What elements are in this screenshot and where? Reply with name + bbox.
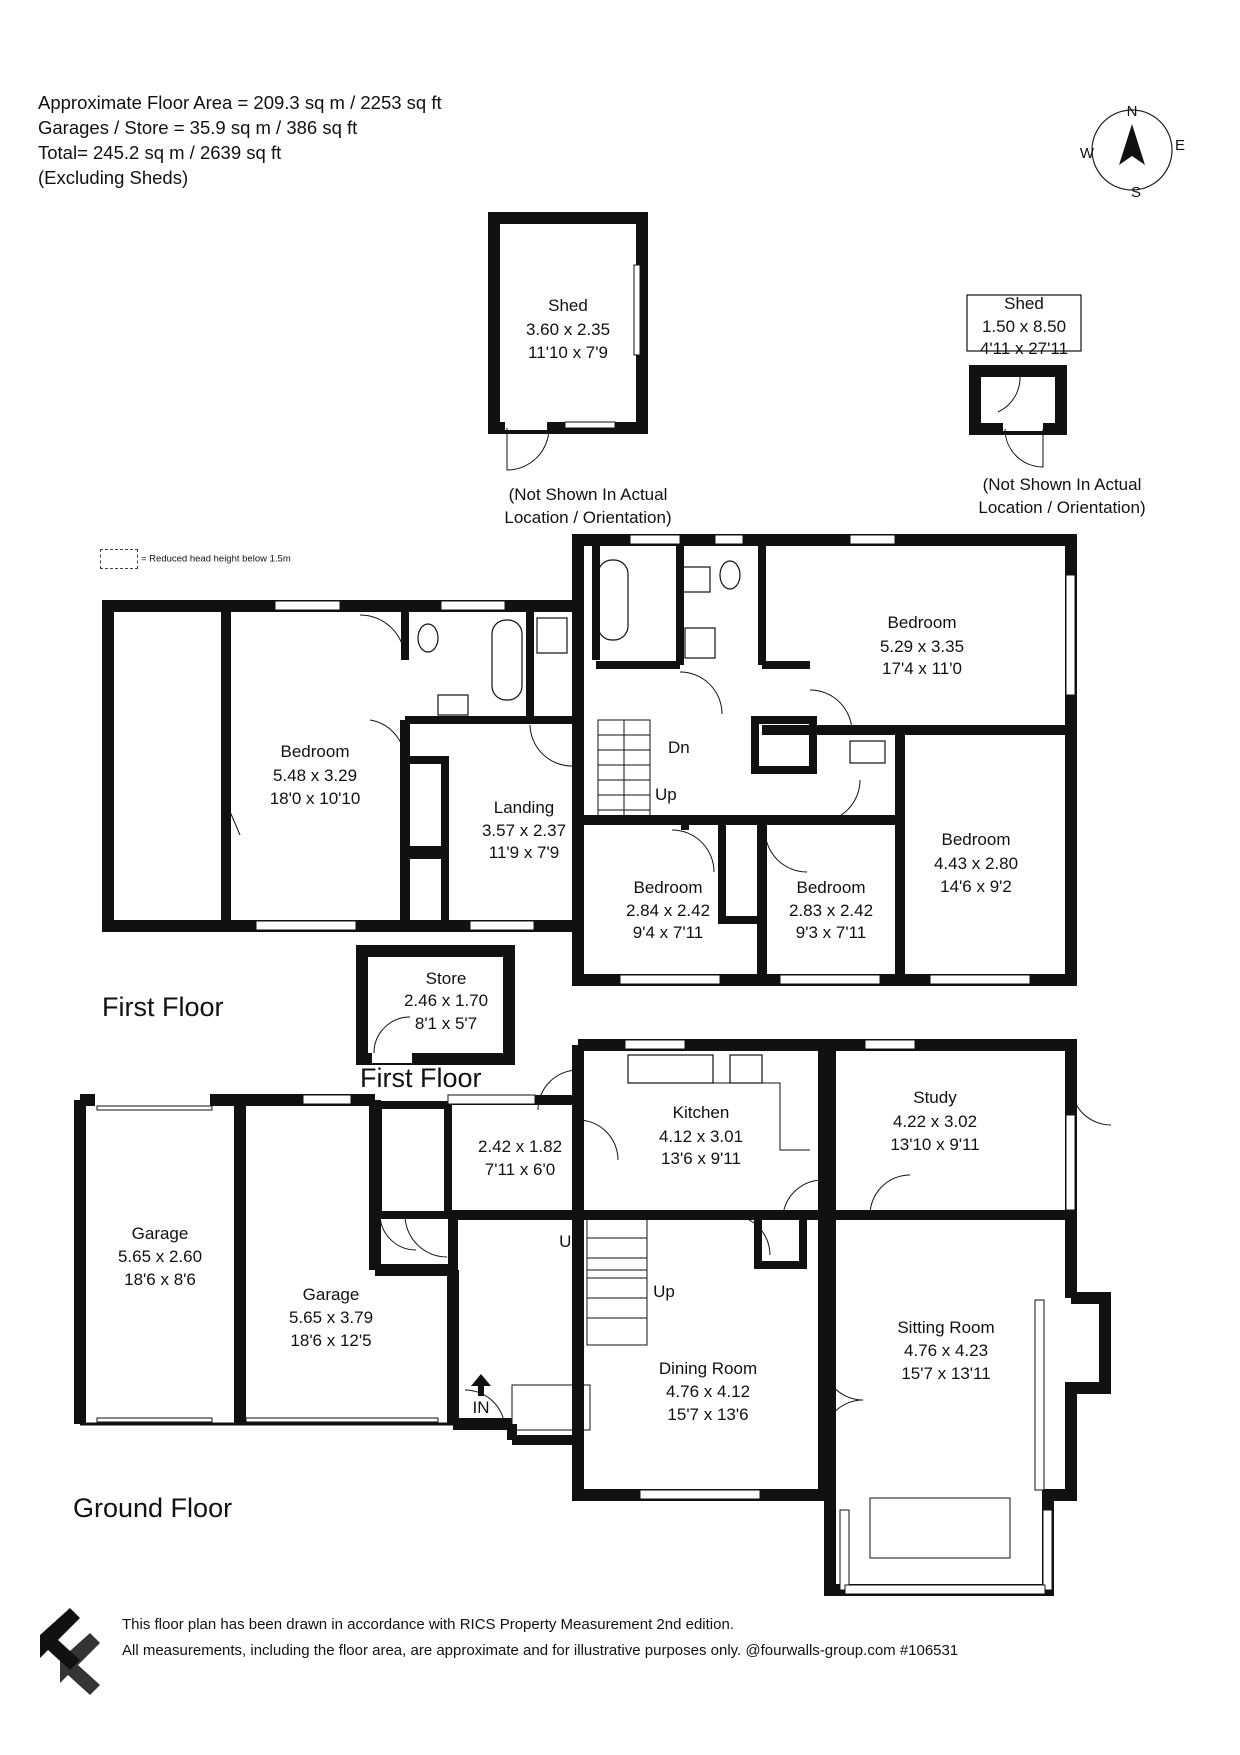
ff-room-5-imperial: 9'4 x 7'11 <box>633 923 703 942</box>
floor-area-line: Approximate Floor Area = 209.3 sq m / 22… <box>38 92 442 113</box>
compass-s: S <box>1131 184 1141 201</box>
ff-room-2-metric: 3.57 x 2.37 <box>482 821 566 840</box>
ff-room-5-name: Bedroom <box>634 878 703 897</box>
ff-room-2-imperial: 11'9 x 7'9 <box>489 843 559 862</box>
ff-room-5-metric: 2.84 x 2.42 <box>626 901 710 920</box>
gf-room-4-name: Kitchen <box>673 1103 730 1122</box>
ff-room-3-metric: 5.29 x 3.35 <box>880 637 964 656</box>
fourwalls-logo <box>40 1608 100 1695</box>
ff-room-4-imperial: 14'6 x 9'2 <box>940 877 1012 896</box>
ff-room-3-name: Bedroom <box>888 613 957 632</box>
gf-room-6-metric: 4.76 x 4.12 <box>666 1382 750 1401</box>
ff-room-6-metric: 2.83 x 2.42 <box>789 901 873 920</box>
floor-area-summary: Approximate Floor Area = 209.3 sq m / 22… <box>38 90 442 190</box>
store-floor-label: First Floor <box>360 1063 482 1093</box>
gf-room-5-metric: 4.22 x 3.02 <box>893 1112 977 1131</box>
gf-room-5-imperial: 13'10 x 9'11 <box>890 1135 979 1154</box>
gf-room-4-metric: 4.12 x 3.01 <box>659 1127 743 1146</box>
gf-room-3-imperial: 7'11 x 6'0 <box>485 1160 555 1179</box>
store-imperial: 8'1 x 5'7 <box>415 1014 477 1033</box>
shed-2-imperial: 4'11 x 27'11 <box>980 339 1068 358</box>
head-height-legend: = Reduced head height below 1.5m <box>100 549 291 569</box>
gf-stair-up-2: Up <box>653 1282 675 1301</box>
footer-line-1: This floor plan has been drawn in accord… <box>122 1616 734 1633</box>
gf-room-1-name: Garage <box>132 1224 189 1243</box>
shed-2 <box>966 294 1082 468</box>
excluding-sheds-line: (Excluding Sheds) <box>38 167 189 188</box>
gf-room-7-metric: 4.76 x 4.23 <box>904 1341 988 1360</box>
shed-1-name: Shed <box>548 296 588 315</box>
compass-e: E <box>1175 137 1185 154</box>
gf-room-1-imperial: 18'6 x 8'6 <box>124 1270 196 1289</box>
gf-room-7-name: Sitting Room <box>897 1318 994 1337</box>
shed-2-name: Shed <box>1004 294 1044 313</box>
gf-room-5-name: Study <box>913 1088 957 1107</box>
first-floor-plan <box>102 534 1077 986</box>
first-floor-title: First Floor <box>102 992 224 1022</box>
ground-floor-title: Ground Floor <box>73 1493 233 1523</box>
room-labels: Shed 3.60 x 2.35 11'10 x 7'9 Shed 1.50 x… <box>118 294 1146 1424</box>
store-metric: 2.46 x 1.70 <box>404 991 488 1010</box>
legend-text: = Reduced head height below 1.5m <box>141 553 291 565</box>
store-plan <box>356 945 515 1065</box>
shed-1-metric: 3.60 x 2.35 <box>526 320 610 339</box>
ff-room-6-imperial: 9'3 x 7'11 <box>796 923 866 942</box>
ff-room-1-metric: 5.48 x 3.29 <box>273 766 357 785</box>
shed-1-imperial: 11'10 x 7'9 <box>528 343 608 362</box>
footer-line-2: All measurements, including the floor ar… <box>122 1642 959 1659</box>
shed-1-note-line2: Location / Orientation) <box>504 508 671 527</box>
ff-room-1-imperial: 18'0 x 10'10 <box>270 789 361 808</box>
shed-2-note-line1: (Not Shown In Actual <box>983 475 1142 494</box>
ff-room-2-name: Landing <box>494 798 555 817</box>
gf-room-4-imperial: 13'6 x 9'11 <box>661 1149 741 1168</box>
garages-area-line: Garages / Store = 35.9 sq m / 386 sq ft <box>38 117 358 138</box>
gf-room-2-name: Garage <box>303 1285 360 1304</box>
ff-room-6-name: Bedroom <box>797 878 866 897</box>
gf-room-1-metric: 5.65 x 2.60 <box>118 1247 202 1266</box>
store-name: Store <box>426 969 467 988</box>
ground-floor-plan <box>74 1039 1112 1596</box>
dashed-box-icon <box>100 549 138 569</box>
gf-room-7-imperial: 15'7 x 13'11 <box>901 1364 990 1383</box>
gf-room-6-imperial: 15'7 x 13'6 <box>667 1405 748 1424</box>
gf-room-2-imperial: 18'6 x 12'5 <box>290 1331 371 1350</box>
shed-1-note-line1: (Not Shown In Actual <box>509 485 668 504</box>
entrance-label: IN <box>473 1398 490 1417</box>
total-area-line: Total= 245.2 sq m / 2639 sq ft <box>38 142 282 163</box>
shed-2-metric: 1.50 x 8.50 <box>982 317 1066 336</box>
gf-room-2-metric: 5.65 x 3.79 <box>289 1308 373 1327</box>
compass-w: W <box>1080 145 1095 162</box>
stair-dn-label: Dn <box>668 738 690 757</box>
shed-1 <box>488 212 648 471</box>
stair-up-label: Up <box>655 785 677 804</box>
ff-room-1-name: Bedroom <box>281 742 350 761</box>
ff-room-3-imperial: 17'4 x 11'0 <box>882 659 962 678</box>
compass-icon: N E S W <box>1080 103 1185 201</box>
gf-room-6-name: Dining Room <box>659 1359 757 1378</box>
entrance-arrow-icon <box>471 1374 491 1396</box>
shed-2-note-line2: Location / Orientation) <box>978 498 1145 517</box>
gf-stair-up-1: Up <box>559 1232 581 1251</box>
gf-room-3-metric: 2.42 x 1.82 <box>478 1137 562 1156</box>
ff-room-4-name: Bedroom <box>942 830 1011 849</box>
footer-disclaimer: This floor plan has been drawn in accord… <box>122 1612 958 1664</box>
compass-n: N <box>1127 103 1138 120</box>
ff-room-4-metric: 4.43 x 2.80 <box>934 854 1018 873</box>
